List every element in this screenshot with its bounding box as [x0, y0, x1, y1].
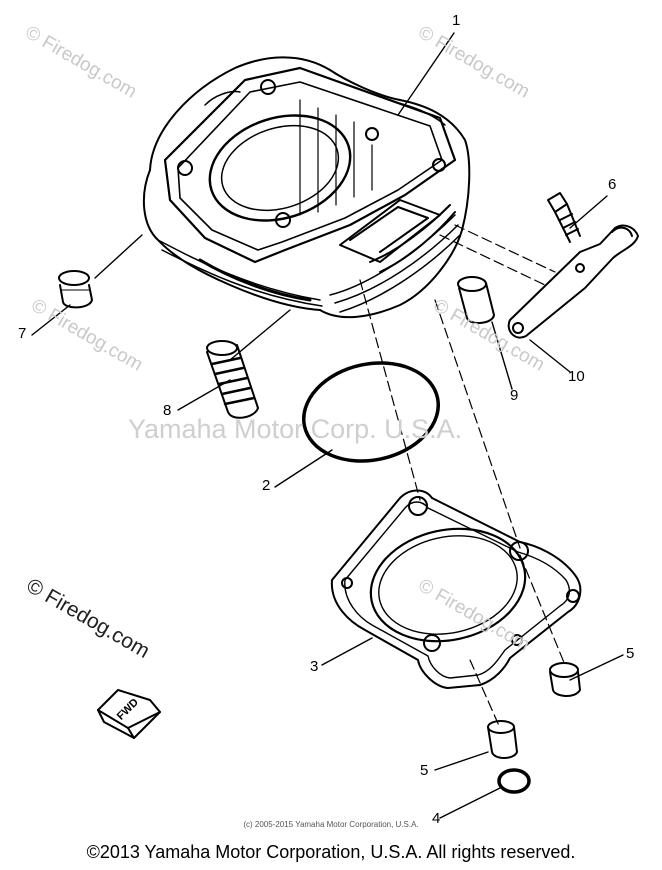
fwd-arrow-icon	[97, 689, 161, 739]
bolt-part	[547, 192, 581, 243]
callout-6: 6	[608, 176, 617, 193]
callout-4: 4	[432, 810, 441, 827]
cylinder-part	[142, 56, 471, 319]
sleeve-8-part	[206, 340, 259, 419]
small-copyright: (c) 2005-2015 Yamaha Motor Corporation, …	[243, 820, 419, 829]
callout-1: 1	[452, 12, 461, 29]
callout-10: 10	[568, 368, 585, 385]
watermark-corp: Yamaha Motor Corp. U.S.A.	[128, 414, 463, 444]
dowel-7-part	[58, 270, 93, 309]
small-o-ring-part	[497, 768, 531, 794]
alignment-lines	[359, 224, 566, 729]
callout-2: 2	[262, 477, 271, 494]
callout-5a: 5	[626, 645, 635, 662]
callout-8: 8	[163, 402, 172, 419]
chain-guide-part	[507, 224, 639, 339]
dowel-9-part	[457, 276, 495, 324]
leader-lines	[31, 32, 624, 819]
dowel-pin-part	[487, 662, 581, 759]
callout-3: 3	[310, 658, 319, 675]
o-ring-part	[301, 361, 441, 463]
callout-9: 9	[510, 387, 519, 404]
callout-7: 7	[18, 325, 27, 342]
footer-copyright: ©2013 Yamaha Motor Corporation, U.S.A. A…	[86, 842, 576, 862]
cylinder-gasket-part	[330, 489, 582, 689]
callout-5b: 5	[420, 762, 429, 779]
